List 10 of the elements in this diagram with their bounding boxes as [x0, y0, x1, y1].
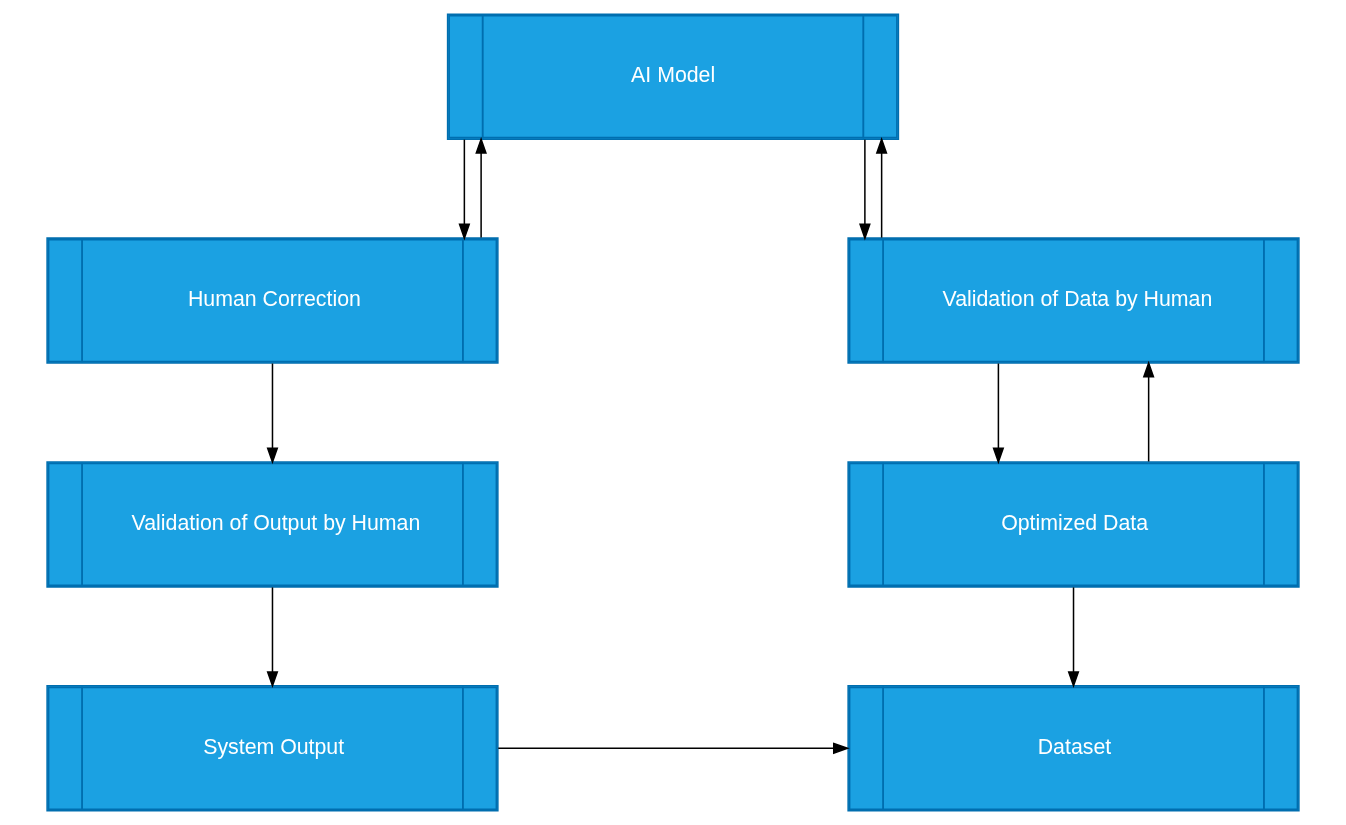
arrow [859, 138, 871, 241]
arrow [1067, 586, 1080, 689]
arrow [875, 136, 888, 239]
arrow [266, 586, 279, 689]
arrow [266, 362, 279, 465]
arrow [497, 742, 850, 755]
arrow [458, 138, 471, 241]
arrow [475, 136, 487, 239]
arrow [992, 362, 1005, 465]
arrow [1142, 360, 1155, 463]
